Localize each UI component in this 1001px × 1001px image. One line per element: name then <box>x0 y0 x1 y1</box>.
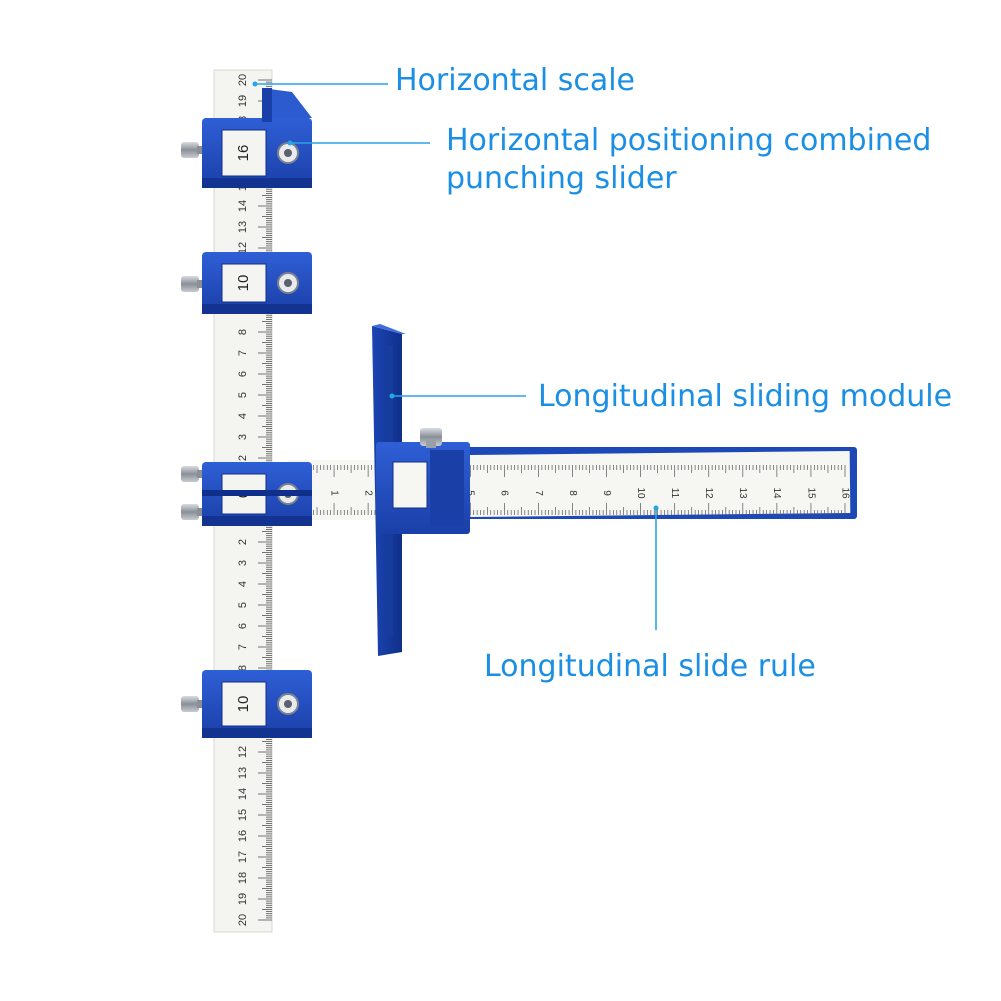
thumb-screw[interactable] <box>181 142 199 158</box>
longitudinal-sliding-module <box>372 324 470 656</box>
positioning-slider-center[interactable]: 0 <box>181 462 312 526</box>
slide-rule-tick-label: 7 <box>533 490 544 496</box>
slide-rule-tick-label: 14 <box>771 487 782 499</box>
leader-lines <box>252 81 659 630</box>
thumb-screw[interactable] <box>181 504 199 520</box>
slide-rule-tick-label: 15 <box>805 487 816 499</box>
ruler-tick-label: 14 <box>237 788 249 800</box>
ruler-tick-label: 4 <box>237 413 249 419</box>
ruler-tick-label: 15 <box>237 809 249 821</box>
slide-rule-tick-label: 6 <box>499 490 510 496</box>
ruler-tick-label: 17 <box>237 851 249 863</box>
slide-rule-tick-label: 5 <box>465 490 476 496</box>
slide-rule-tick-label: 11 <box>669 488 680 499</box>
ruler-tick-label: 19 <box>237 95 249 107</box>
label-sliding-module: Longitudinal sliding module <box>538 379 953 414</box>
longitudinal-slide-rule: 12345678910111213141516 <box>288 447 857 520</box>
ruler-tick-label: 5 <box>237 602 249 608</box>
positioning-slider-upper[interactable]: 10 <box>181 252 312 314</box>
slide-rule-tick-label: 1 <box>328 490 339 496</box>
ruler-tick-label: 19 <box>237 893 249 905</box>
slide-rule-tick-label: 13 <box>737 487 748 499</box>
ruler-tick-label: 20 <box>237 74 249 86</box>
ruler-tick-label: 6 <box>237 623 249 629</box>
slide-rule-tick-label: 12 <box>703 487 714 499</box>
ruler-tick-label: 20 <box>237 914 249 926</box>
thumb-screw[interactable] <box>181 696 199 712</box>
label-slide-rule: Longitudinal slide rule <box>484 649 816 684</box>
ruler-tick-label: 12 <box>237 242 249 254</box>
ruler-tick-label: 6 <box>237 371 249 377</box>
ruler-tick-label: 14 <box>237 200 249 212</box>
ruler-tick-label: 8 <box>237 665 249 671</box>
slider-window-value: 10 <box>235 696 252 713</box>
ruler-tick-label: 5 <box>237 392 249 398</box>
slide-rule-tick-label: 2 <box>362 490 373 496</box>
label-positioning-slider-line2: punching slider <box>446 161 677 196</box>
ruler-tick-label: 12 <box>237 746 249 758</box>
thumb-screw[interactable] <box>181 276 199 292</box>
thumb-screw[interactable] <box>181 466 199 482</box>
label-horizontal-scale: Horizontal scale <box>395 63 636 98</box>
ruler-tick-label: 13 <box>237 767 249 779</box>
ruler-tick-label: 4 <box>237 581 249 587</box>
slider-window-value: 10 <box>235 275 252 292</box>
slide-rule-tick-label: 10 <box>635 487 646 499</box>
ruler-tick-label: 18 <box>237 872 249 884</box>
ruler-tick-label: 8 <box>237 329 249 335</box>
positioning-slider-top[interactable]: 16 <box>181 88 312 188</box>
slide-rule-tick-label: 9 <box>601 490 612 496</box>
slide-rule-tick-label: 16 <box>839 487 850 499</box>
ruler-tick-label: 16 <box>237 830 249 842</box>
ruler-tick-label: 7 <box>237 644 249 650</box>
slide-rule-tick-label: 8 <box>567 490 578 496</box>
positioning-slider-lower[interactable]: 10 <box>181 670 312 738</box>
ruler-tick-label: 2 <box>237 539 249 545</box>
ruler-tick-label: 3 <box>237 434 249 440</box>
label-positioning-slider-line1: Horizontal positioning combined <box>446 123 932 158</box>
ruler-tick-label: 13 <box>237 221 249 233</box>
ruler-tick-label: 7 <box>237 350 249 356</box>
ruler-tick-label: 2 <box>237 455 249 461</box>
slider-window-value: 16 <box>235 145 252 162</box>
ruler-tick-label: 3 <box>237 560 249 566</box>
